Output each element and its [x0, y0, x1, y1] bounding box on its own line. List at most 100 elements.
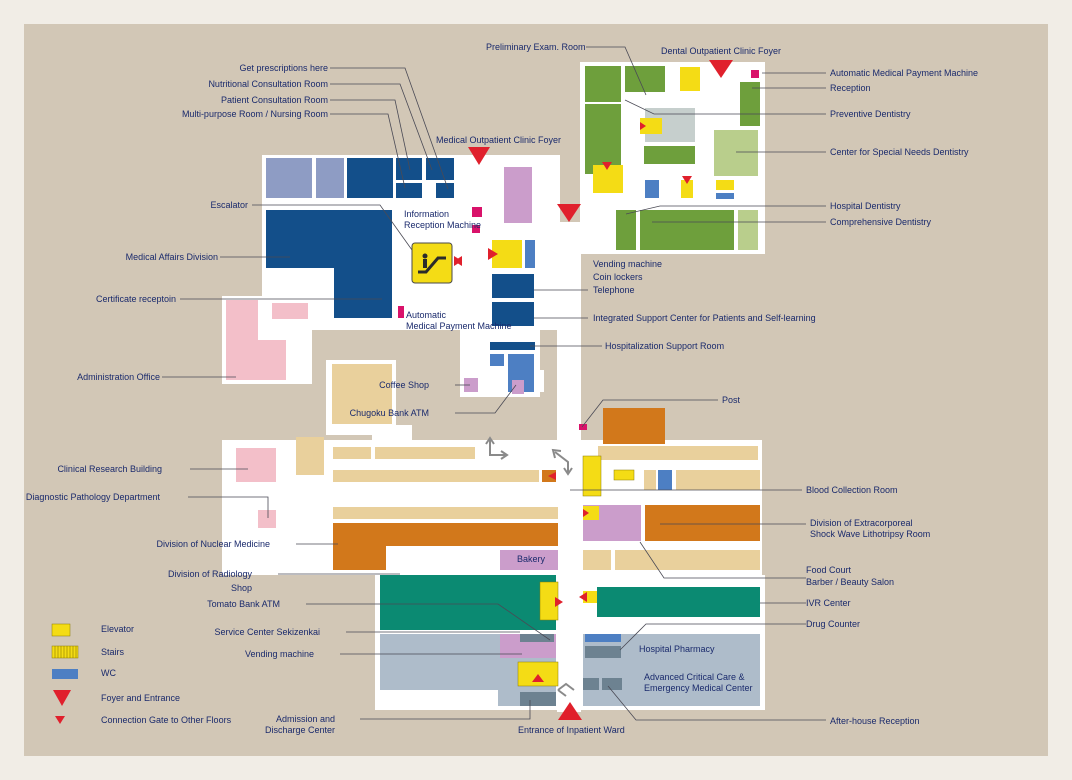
label-after-hours: After-house Reception	[830, 716, 920, 726]
escalator-icon	[411, 242, 462, 284]
food-court	[615, 550, 760, 570]
label-diagnostic-pathology: Diagnostic Pathology Department	[25, 492, 160, 502]
hospitalization-support-room	[490, 342, 535, 350]
tan-room-west	[296, 437, 324, 475]
tan-strip-east-1	[598, 446, 758, 460]
label-patient-consultation: Patient Consultation Room	[220, 95, 328, 105]
tan-strip-2	[375, 447, 475, 459]
label-special-needs: Center for Special Needs Dentistry	[830, 147, 969, 157]
coffee-shop	[464, 378, 478, 392]
gate-south-icon	[532, 674, 544, 682]
after-hours-counter	[602, 678, 622, 690]
nutritional-room	[396, 183, 422, 198]
info-kiosk	[472, 207, 482, 217]
wc-central-a	[490, 354, 504, 366]
label-radiology: Division of Radiology	[167, 569, 252, 579]
dental-payment-machine	[751, 70, 759, 78]
label-nuclear-medicine: Division of Nuclear Medicine	[156, 539, 270, 549]
foyer-north-icon	[557, 204, 581, 222]
emergency-label-1: Advanced Critical Care &	[644, 672, 745, 682]
label-service-center: Service Center Sekizenkai	[214, 627, 320, 637]
navy-room-1	[347, 158, 393, 198]
label-extracorporeal-2: Shock Wave Lithotripsy Room	[810, 529, 931, 539]
label-administration: Administration Office	[77, 372, 160, 382]
label-ivr: IVR Center	[806, 598, 851, 608]
label-hospitalization-support: Hospitalization Support Room	[605, 341, 725, 351]
clinical-research-room	[236, 448, 276, 482]
label-shop: Shop	[230, 583, 252, 593]
label-barber: Barber / Beauty Salon	[806, 577, 895, 587]
label-certificate: Certificate receptoin	[95, 294, 176, 304]
preliminary-exam-room	[625, 66, 665, 92]
service-center	[520, 634, 554, 642]
pink-room-a	[272, 303, 308, 319]
wc-dental-a	[645, 180, 659, 198]
pharmacy-label: Hospital Pharmacy	[639, 644, 715, 654]
chugoku-atm-booth	[512, 380, 524, 394]
label-reception: Reception	[830, 83, 871, 93]
tan-room-coffee	[332, 364, 392, 424]
bakery	[500, 550, 558, 570]
label-nutritional: Nutritional Consultation Room	[208, 79, 328, 89]
dental-green-a	[585, 66, 621, 102]
radiology-teal	[380, 575, 556, 630]
drug-counter	[585, 634, 621, 642]
diagnostic-pathology-room	[258, 510, 276, 528]
post-box	[579, 424, 587, 430]
gate-blood-icon	[583, 509, 589, 517]
label-admission-2: Discharge Center	[264, 725, 335, 735]
ivr-center	[597, 587, 760, 617]
label-preventive: Preventive Dentistry	[830, 109, 911, 119]
extracorporeal-orange	[645, 505, 760, 541]
label-vending-low: Vending machine	[244, 649, 314, 659]
label-coin-lockers: Coin lockers	[593, 272, 643, 282]
special-needs-dentistry	[714, 130, 758, 176]
label-multipurpose: Multi-purpose Room / Nursing Room	[181, 109, 328, 119]
label-get-prescriptions: Get prescriptions here	[239, 63, 328, 73]
label-vending-top: Vending machine	[593, 259, 663, 269]
admission-counter	[520, 692, 556, 706]
wc-north	[525, 240, 535, 268]
medical-affairs-division	[266, 210, 392, 318]
label-auto-pay-1: Automatic	[406, 310, 447, 320]
label-comprehensive: Comprehensive Dentistry	[830, 217, 932, 227]
label-food-court: Food Court	[806, 565, 852, 575]
label-admission-1: Admission and	[275, 714, 335, 724]
label-chugoku-atm: Chugoku Bank ATM	[349, 408, 429, 418]
label-telephone: Telephone	[593, 285, 635, 295]
slate-room	[316, 158, 344, 198]
legend-wc-label: WC	[101, 668, 116, 678]
bakery-label: Bakery	[517, 554, 546, 564]
foyer-dental-icon	[709, 60, 733, 78]
stairs-dental	[716, 180, 734, 190]
label-medical-affairs: Medical Affairs Division	[125, 252, 218, 262]
hospital-dentistry	[616, 210, 636, 250]
comprehensive-dentistry	[640, 210, 734, 250]
label-escalator: Escalator	[210, 200, 248, 210]
patient-consultation-room	[396, 158, 422, 180]
wc-east	[658, 470, 672, 490]
direction-arrows	[485, 436, 575, 697]
tan-strip-east-2	[676, 470, 760, 490]
gate-escalator-icon	[454, 256, 462, 266]
dental-yellow	[681, 180, 693, 198]
legend-foyer-label: Foyer and Entrance	[101, 693, 181, 703]
dental-reception	[740, 82, 760, 126]
legend-gate-label: Connection Gate to Other Floors	[101, 715, 232, 725]
elevator-dental	[680, 67, 700, 91]
gate-orange-icon	[548, 472, 556, 480]
legend-elevator-icon	[51, 623, 71, 637]
integrated-support-center	[492, 302, 534, 326]
tan-strip-4	[333, 507, 558, 519]
label-integrated-support: Integrated Support Center for Patients a…	[593, 313, 816, 323]
label-preliminary-exam: Preliminary Exam. Room	[486, 42, 586, 52]
label-auto-pay-dental: Automatic Medical Payment Machine	[830, 68, 979, 78]
legend-gate-icon	[55, 716, 65, 724]
preventive-elevator	[640, 118, 662, 134]
label-hospital-dentistry: Hospital Dentistry	[830, 201, 901, 211]
telephone-room	[492, 274, 534, 298]
label-extracorporeal-1: Division of Extracorporeal	[810, 518, 913, 528]
legend-elevator-label: Elevator	[101, 624, 135, 634]
prescriptions-counter	[426, 158, 454, 180]
nuclear-medicine	[333, 523, 558, 570]
